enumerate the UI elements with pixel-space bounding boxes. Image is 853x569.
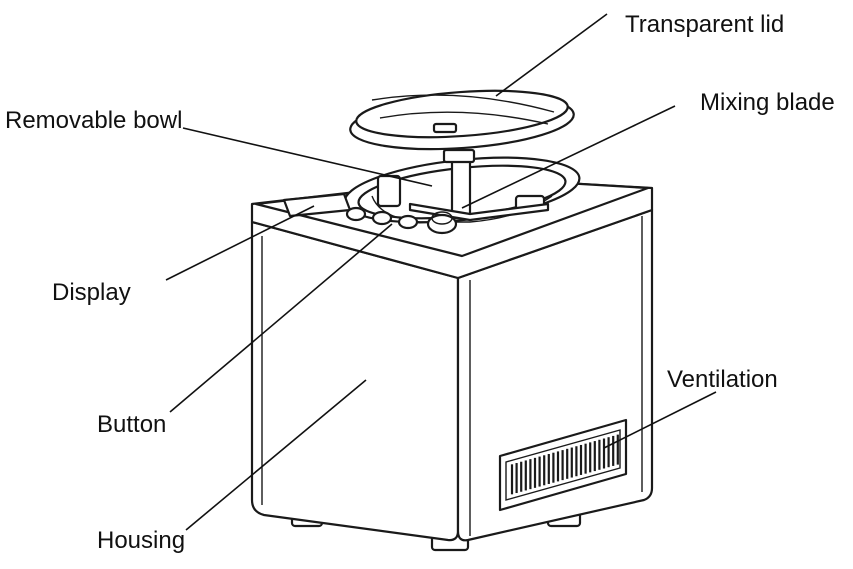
lid-ridge-2 [379,111,549,125]
control-knob-top [431,211,453,225]
blade-shaft [450,158,472,220]
leader-line-blade [461,105,676,209]
leader-lines [165,13,717,531]
control-panel [282,192,458,235]
leader-line-ventilation [603,391,717,449]
label-display: Display [52,279,131,306]
leader-line-bowl [182,127,433,187]
leader-line-button [169,223,393,413]
transparent-lid [349,89,575,164]
label-removable-bowl: Removable bowl [5,107,182,134]
label-mixing-blade: Mixing blade [700,89,835,116]
control-button-3 [397,214,419,230]
ventilation-inner [505,429,621,501]
lid-ridge [371,94,555,113]
lid-tab [432,122,458,134]
label-transparent-lid: Transparent lid [625,11,784,38]
ventilation-grille [498,418,628,512]
housing-body [250,176,654,552]
bowl-handle [376,174,402,208]
control-button-2 [371,210,393,226]
label-housing: Housing [97,527,185,554]
labels: Transparent lid Mixing blade Removable b… [5,11,835,554]
leader-line-lid [495,13,608,97]
leader-line-display [165,205,315,281]
lid-hub [442,148,476,164]
label-button: Button [97,411,166,438]
ventilation-slots [510,434,619,495]
control-button-1 [345,206,367,222]
leader-line-housing [185,379,367,531]
label-ventilation: Ventilation [667,366,778,393]
